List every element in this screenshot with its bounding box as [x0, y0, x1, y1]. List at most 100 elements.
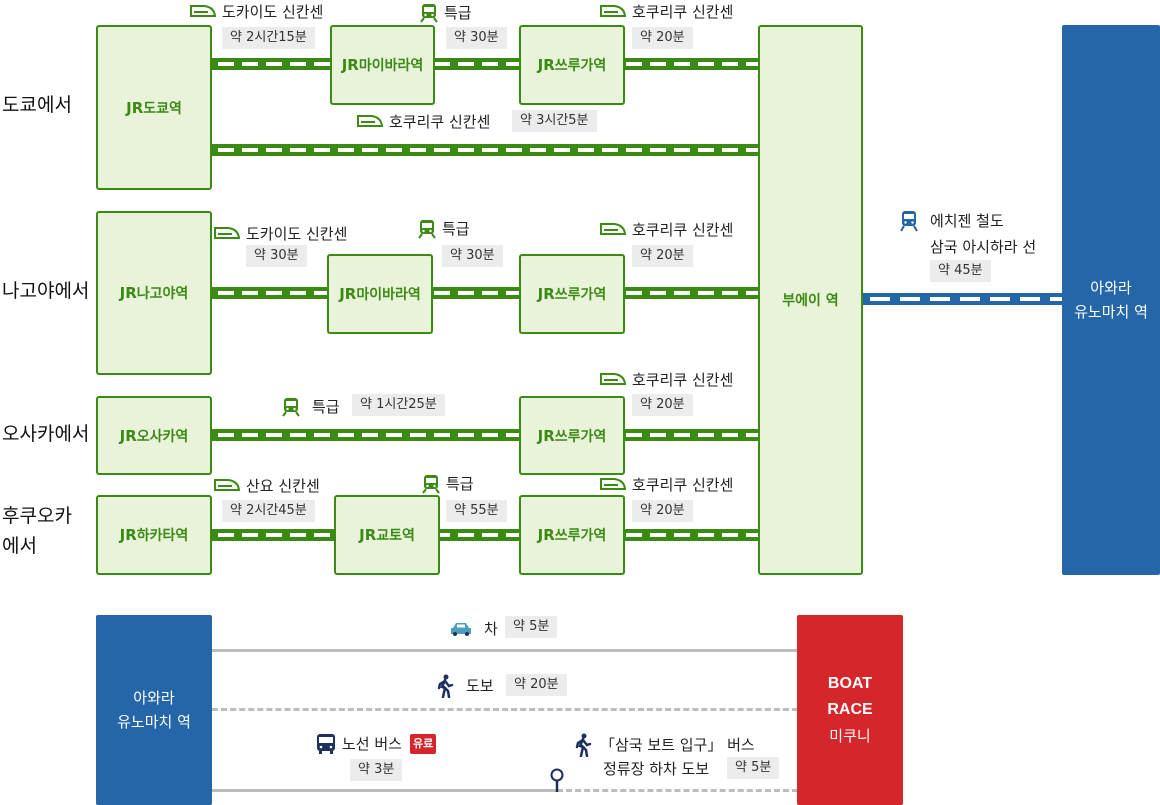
station-kyoto[interactable]: JR교토역	[334, 495, 440, 575]
jr-prefix: JR	[119, 426, 137, 445]
duration-echizen: 약 45분	[930, 260, 991, 282]
duration-bus-walk: 약 5분	[727, 757, 780, 779]
station-tokyo[interactable]: JR도쿄역	[96, 25, 212, 190]
mode-echizen: 에치젠 철도	[900, 210, 1004, 232]
walking-person-icon	[437, 674, 454, 698]
mode-limited-tokyo: 특급	[420, 3, 472, 23]
mode-tokaido-nagoya: 도카이도 신칸센	[214, 225, 347, 243]
mode-label: 호쿠리쿠 신칸센	[632, 371, 734, 389]
duration-tokyo-direct: 약 3시간5분	[512, 110, 597, 132]
station-awara-yunomachi[interactable]: 아와라 유노마치 역	[1062, 25, 1160, 575]
rail-tokyo-direct	[210, 144, 760, 156]
bus-icon	[317, 734, 335, 754]
shinkansen-icon	[600, 223, 626, 235]
route-walk	[212, 708, 798, 711]
station-osaka-label: 오사카역	[136, 428, 189, 445]
paid-badge: 유료	[409, 734, 437, 754]
rail-nagoya-tsuruga	[210, 287, 760, 299]
mode-label: 호쿠리쿠 신칸센	[632, 221, 734, 239]
mode-hokuriku-osaka: 호쿠리쿠 신칸센	[600, 371, 733, 389]
mode-hokuriku-tokyo: 호쿠리쿠 신칸센	[600, 3, 733, 21]
origin-fukuoka-line2: 에서	[2, 535, 37, 557]
origin-osaka: 오사카에서	[2, 423, 90, 445]
walking-person-icon	[575, 733, 592, 757]
jr-prefix: JR	[341, 56, 359, 74]
mode-label: 도카이도 신칸센	[246, 225, 348, 243]
shinkansen-icon	[600, 478, 626, 490]
shinkansen-icon	[214, 227, 240, 239]
mode-label: 산요 신칸센	[246, 477, 320, 495]
jr-prefix: JR	[339, 285, 357, 303]
route-car	[212, 649, 798, 652]
mode-label: 호쿠리쿠 신칸센	[389, 113, 491, 131]
rail-osaka-tsuruga	[210, 429, 760, 441]
mode-limited-nagoya: 특급	[418, 219, 470, 239]
station-tokyo-label: 도쿄역	[143, 100, 182, 117]
awara-line1: 아와라	[1090, 279, 1132, 297]
station-tsuruga-4[interactable]: JR쓰루가역	[519, 495, 625, 575]
mode-label: 특급	[444, 4, 472, 22]
station-awara-yunomachi-bottom[interactable]: 아와라 유노마치 역	[96, 615, 212, 805]
mode-bus: 노선 버스 유료	[316, 733, 437, 755]
shinkansen-icon	[190, 5, 216, 17]
shinkansen-icon	[600, 5, 626, 17]
mode-label: 호쿠리쿠 신칸센	[632, 3, 734, 21]
awara-line2: 유노마치 역	[117, 713, 191, 731]
station-maibara-label: 마이바라역	[358, 58, 424, 74]
duration-fukuoka-sanyo: 약 2시간45분	[222, 500, 315, 522]
station-tsuruga-label: 쓰루가역	[554, 428, 607, 445]
mode-label: 특급	[446, 475, 474, 493]
station-kyoto-label: 교토역	[376, 528, 415, 544]
mode-label: 특급	[442, 220, 470, 238]
station-fuei[interactable]: 부에이 역	[758, 25, 863, 575]
station-tsuruga-1[interactable]: JR쓰루가역	[519, 25, 625, 105]
mode-label: 차	[484, 620, 498, 638]
duration-tokyo-tokaido: 약 2시간15분	[222, 27, 315, 49]
duration-fukuoka-hokuriku: 약 20분	[632, 500, 693, 522]
train-icon	[282, 398, 300, 417]
mode-sanyo-fukuoka: 산요 신칸센	[214, 477, 320, 495]
origin-tokyo: 도쿄에서	[2, 94, 72, 116]
duration-tokyo-limited: 약 30분	[446, 27, 507, 49]
destination-line2: RACE	[827, 701, 873, 718]
mode-label: 에치젠 철도	[930, 212, 1004, 230]
train-icon	[420, 4, 438, 23]
mode-label: 특급	[312, 398, 340, 416]
station-tsuruga-label: 쓰루가역	[554, 58, 607, 74]
station-nagoya-label: 나고야역	[136, 286, 189, 302]
mode-label: 도보	[466, 677, 494, 695]
mode-car: 차	[450, 620, 498, 638]
origin-nagoya: 나고야에서	[2, 280, 90, 302]
rail-tokyo-tsuruga	[210, 58, 760, 70]
destination-boat-race-mikuni[interactable]: BOAT RACE 미쿠니	[797, 615, 903, 805]
mode-label: 「삼국 보트 입구」 버스	[600, 736, 755, 754]
station-maibara-1[interactable]: JR마이바라역	[330, 25, 435, 105]
route-bus	[212, 789, 557, 792]
station-hakata[interactable]: JR하카타역	[96, 495, 212, 575]
station-nagoya[interactable]: JR나고야역	[96, 211, 212, 375]
origin-fukuoka: 후쿠오카 에서	[2, 503, 72, 559]
mode-tokaido-tokyo: 도카이도 신칸센	[190, 3, 323, 21]
duration-nagoya-limited: 약 30분	[442, 245, 503, 267]
mode-walk: 도보	[436, 674, 494, 698]
duration-car: 약 5분	[505, 616, 558, 638]
bus-stop-icon	[550, 768, 564, 792]
shinkansen-icon	[214, 479, 240, 491]
jr-prefix: JR	[537, 56, 555, 74]
shinkansen-icon	[357, 115, 383, 127]
station-tsuruga-label: 쓰루가역	[554, 287, 607, 303]
awara-line2: 유노마치 역	[1074, 303, 1148, 321]
duration-nagoya-tokaido: 약 30분	[246, 245, 307, 267]
station-osaka[interactable]: JR오사카역	[96, 396, 212, 475]
jr-prefix: JR	[537, 285, 555, 303]
jr-prefix: JR	[537, 426, 555, 445]
station-maibara-2[interactable]: JR마이바라역	[327, 254, 433, 334]
awara-line1: 아와라	[133, 689, 175, 707]
station-tsuruga-3[interactable]: JR쓰루가역	[519, 396, 625, 475]
mode-label: 호쿠리쿠 신칸센	[632, 476, 734, 494]
route-bus-walk	[557, 789, 798, 792]
train-icon	[422, 475, 440, 494]
destination-line3: 미쿠니	[829, 727, 871, 745]
station-fuei-label: 부에이 역	[782, 293, 839, 309]
station-tsuruga-2[interactable]: JR쓰루가역	[519, 254, 625, 334]
